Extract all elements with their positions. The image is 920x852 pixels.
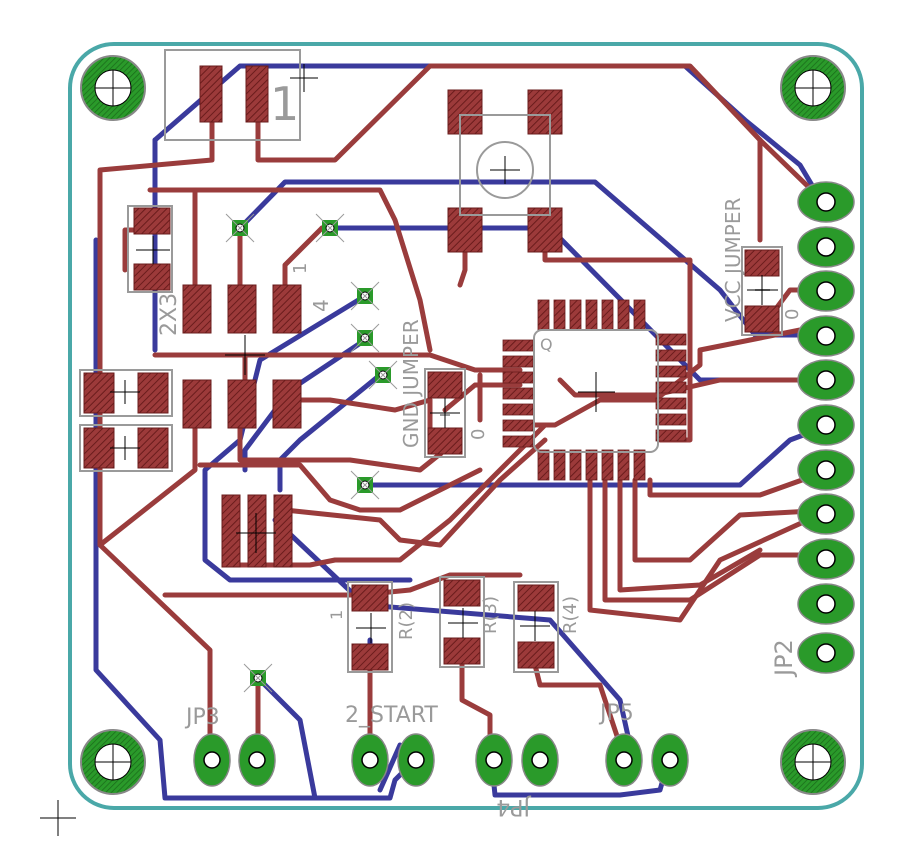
smd-pads bbox=[83, 65, 780, 671]
bottom-headers bbox=[193, 733, 689, 787]
label-ic-q: Q bbox=[540, 335, 553, 354]
label-vcc-o: 0 bbox=[782, 309, 803, 320]
label-jp3: JP3 bbox=[184, 705, 220, 730]
label-vcc-jumper: VCC JUMPER bbox=[721, 198, 745, 322]
label-r1: 1 bbox=[270, 77, 299, 131]
mounting-holes bbox=[80, 55, 846, 795]
label-hdr-one: 1 bbox=[290, 263, 311, 274]
label-r4: R(4) bbox=[560, 596, 581, 634]
label-r2: R(2) bbox=[396, 602, 417, 640]
label-r1-res: 1 bbox=[327, 610, 346, 620]
board-outline bbox=[68, 42, 864, 810]
label-jp2: JP2 bbox=[770, 639, 798, 678]
label-2x3: 2X3 bbox=[157, 293, 182, 336]
jp2-header bbox=[797, 181, 855, 674]
label-jp5: JP5 bbox=[598, 701, 634, 726]
origin-markers bbox=[40, 64, 778, 836]
label-gnd-jumper: GND JUMPER bbox=[399, 319, 423, 448]
label-start: 2_START bbox=[345, 703, 438, 728]
label-hdr-4: 4 bbox=[309, 299, 333, 312]
label-jp4: JP4 bbox=[496, 794, 532, 819]
ic-pads bbox=[502, 299, 687, 481]
label-r3: R(3) bbox=[480, 596, 501, 634]
vias bbox=[225, 213, 398, 693]
label-gnd-o: 0 bbox=[468, 429, 489, 440]
